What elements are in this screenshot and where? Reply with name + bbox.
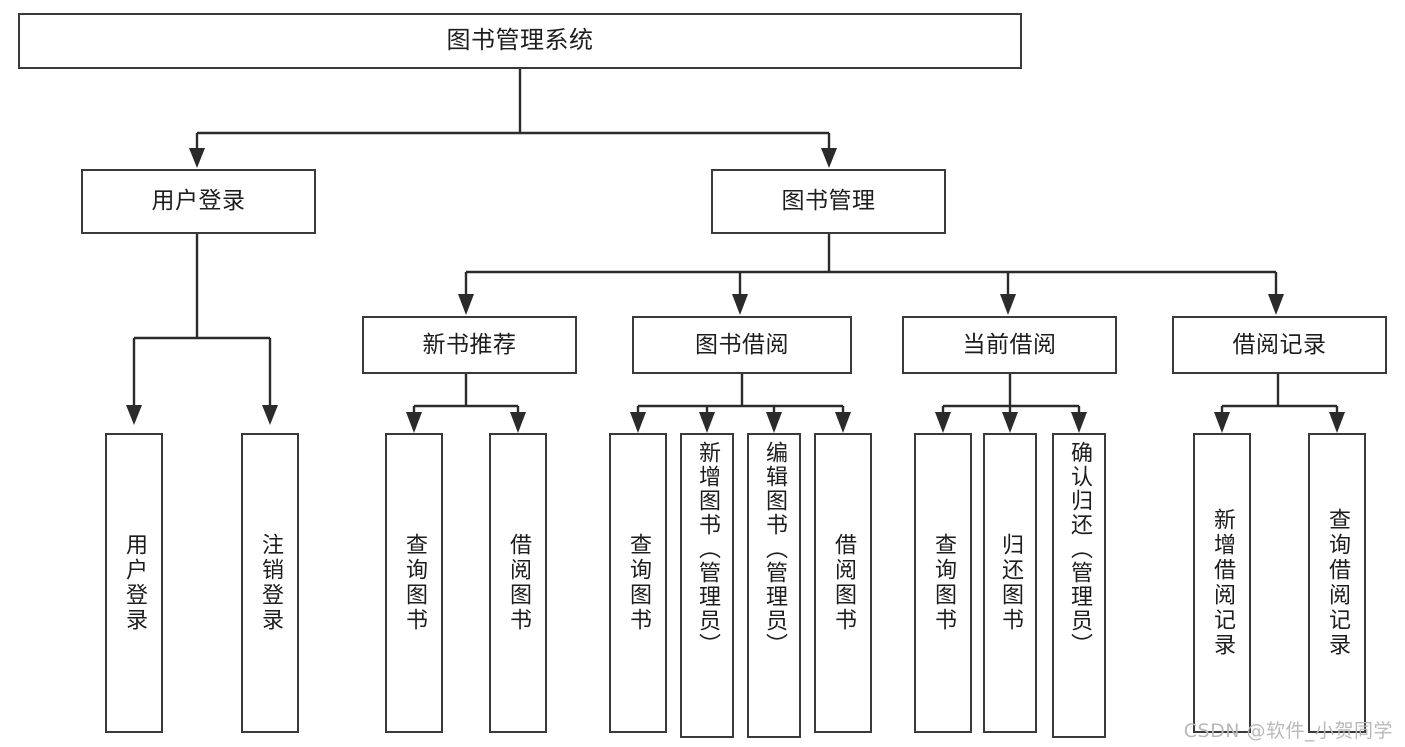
node-book-management[interactable]: 图书管理 xyxy=(711,169,946,234)
arrowhead-book-borrow xyxy=(732,294,748,315)
leaf-user-login[interactable]: 用户登录 xyxy=(105,433,163,733)
node-book-borrow[interactable]: 图书借阅 xyxy=(632,316,852,374)
leaf-bb-edit-book-label: 编辑图书（管理员） xyxy=(762,441,787,657)
arrowhead-rec-add xyxy=(1214,412,1230,433)
leaf-newbook-query-book-label: 查询图书 xyxy=(402,533,427,633)
leaf-newbook-query-book[interactable]: 查询图书 xyxy=(385,433,443,733)
leaf-rec-add-record-label: 新增借阅记录 xyxy=(1210,508,1235,658)
arrowhead-newbook-query xyxy=(406,412,422,433)
node-current-borrow-label: 当前借阅 xyxy=(962,331,1057,358)
leaf-newbook-borrow-book[interactable]: 借阅图书 xyxy=(489,433,547,733)
node-user-login[interactable]: 用户登录 xyxy=(81,169,316,234)
node-user-login-label: 用户登录 xyxy=(151,188,246,215)
arrowhead-leaf-user-login xyxy=(126,405,142,425)
node-book-borrow-label: 图书借阅 xyxy=(695,331,789,358)
node-new-book-recommend[interactable]: 新书推荐 xyxy=(362,316,577,374)
leaf-rec-query-record-label: 查询借阅记录 xyxy=(1325,508,1350,658)
arrowhead-borrow-record xyxy=(1268,294,1284,315)
node-root-system-label: 图书管理系统 xyxy=(446,26,594,55)
leaf-bb-add-book-label: 新增图书（管理员） xyxy=(695,441,720,657)
leaf-cb-query-book[interactable]: 查询图书 xyxy=(914,433,972,733)
leaf-rec-query-record[interactable]: 查询借阅记录 xyxy=(1308,433,1366,733)
arrowhead-new-book xyxy=(458,294,474,315)
node-borrow-record-label: 借阅记录 xyxy=(1232,331,1327,358)
arrowhead-book-manage xyxy=(821,148,837,168)
arrowhead-newbook-borrow xyxy=(510,412,526,433)
leaf-cb-return-book-label: 归还图书 xyxy=(998,533,1023,633)
arrowhead-rec-query xyxy=(1329,412,1345,433)
arrowhead-leaf-logout xyxy=(262,405,278,425)
arrowhead-user-login xyxy=(189,148,205,168)
leaf-cb-confirm-return-label: 确认归还（管理员） xyxy=(1067,441,1092,657)
arrowhead-bb-add xyxy=(699,412,715,433)
arrowhead-bb-borrow xyxy=(835,412,851,433)
leaf-cb-return-book[interactable]: 归还图书 xyxy=(983,433,1037,733)
leaf-bb-borrow-book-label: 借阅图书 xyxy=(831,533,856,633)
arrowhead-bb-edit xyxy=(766,412,782,433)
leaf-bb-add-book[interactable]: 新增图书（管理员） xyxy=(680,433,734,738)
arrowhead-cb-query xyxy=(935,412,951,433)
node-new-book-recommend-label: 新书推荐 xyxy=(422,331,517,358)
arrowhead-cb-return xyxy=(1002,412,1018,433)
csdn-watermark: CSDN @软件_小贺同学 xyxy=(1183,720,1393,742)
leaf-cb-confirm-return[interactable]: 确认归还（管理员） xyxy=(1052,433,1106,738)
node-borrow-record[interactable]: 借阅记录 xyxy=(1172,316,1387,374)
leaf-bb-borrow-book[interactable]: 借阅图书 xyxy=(814,433,872,733)
leaf-logout-label: 注销登录 xyxy=(258,533,283,633)
leaf-bb-query-book[interactable]: 查询图书 xyxy=(609,433,667,733)
arrowhead-cb-confirm xyxy=(1071,412,1087,433)
leaf-logout[interactable]: 注销登录 xyxy=(241,433,299,733)
leaf-cb-query-book-label: 查询图书 xyxy=(931,533,956,633)
node-root-system[interactable]: 图书管理系统 xyxy=(18,13,1022,69)
node-book-management-label: 图书管理 xyxy=(781,188,876,215)
leaf-newbook-borrow-book-label: 借阅图书 xyxy=(506,533,531,633)
leaf-user-login-label: 用户登录 xyxy=(122,533,147,633)
leaf-bb-edit-book[interactable]: 编辑图书（管理员） xyxy=(747,433,801,738)
leaf-rec-add-record[interactable]: 新增借阅记录 xyxy=(1193,433,1251,733)
leaf-bb-query-book-label: 查询图书 xyxy=(626,533,651,633)
node-current-borrow[interactable]: 当前借阅 xyxy=(902,316,1117,374)
arrowhead-current-borrow xyxy=(1000,294,1016,315)
arrowhead-bb-query xyxy=(630,412,646,433)
